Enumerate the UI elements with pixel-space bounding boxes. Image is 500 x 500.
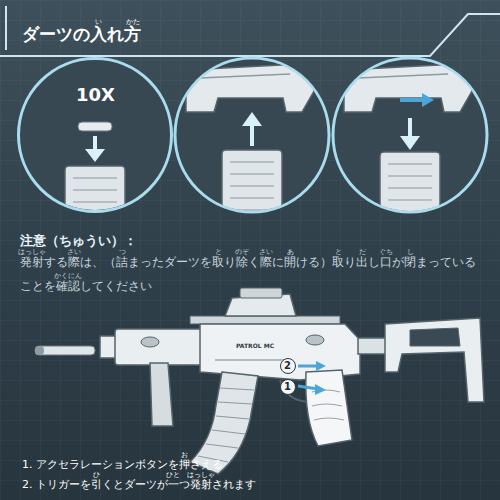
- furigana: と: [215, 248, 222, 256]
- furigana: い: [95, 18, 102, 26]
- furigana: のぞ: [235, 248, 249, 256]
- furigana: はっしゃ: [187, 471, 215, 479]
- step-1-art: [20, 60, 170, 210]
- callout-number: 1: [284, 381, 291, 393]
- furigana: ひと: [166, 471, 180, 479]
- header-frame: [0, 14, 500, 56]
- furigana: お: [181, 451, 188, 459]
- furigana: はっしゃ: [18, 248, 46, 256]
- count-label: 10X: [76, 84, 115, 105]
- furigana: ぐち: [379, 248, 393, 256]
- blaster-drawing: [35, 288, 484, 474]
- callout-circle: 1: [280, 379, 296, 395]
- furigana: さい: [259, 248, 273, 256]
- callout-number: 2: [284, 360, 291, 372]
- furigana: つ: [119, 248, 126, 256]
- furigana: かくにん: [54, 272, 82, 280]
- furigana: し: [407, 248, 414, 256]
- caution-note: 発射する際は、（詰まったダーツを取り除く際に開ける）取り出し口が閉まっていること…: [20, 250, 482, 298]
- model-name: PATROL MC: [236, 342, 274, 350]
- furigana: と: [335, 248, 342, 256]
- furigana: かた: [126, 18, 140, 26]
- step-instruction: 2. トリガーを引くとダーツが一つ発射されます: [22, 478, 256, 492]
- furigana: さい: [67, 248, 81, 256]
- caution-heading: 注意（ちゅうい）：: [20, 232, 137, 249]
- callout-circle: 2: [280, 358, 296, 374]
- furigana: だ: [359, 248, 366, 256]
- header-tick: [5, 6, 7, 50]
- step-3-art: [344, 64, 476, 227]
- furigana: ひ: [93, 471, 100, 479]
- step-2-art: [186, 64, 318, 225]
- diagram-title: ダーツの入れ方: [22, 24, 141, 44]
- step-circle: 10X: [17, 57, 173, 213]
- furigana: あ: [287, 248, 294, 256]
- step-instruction: 1. アクセラレーションボタンを押さえる: [22, 458, 223, 472]
